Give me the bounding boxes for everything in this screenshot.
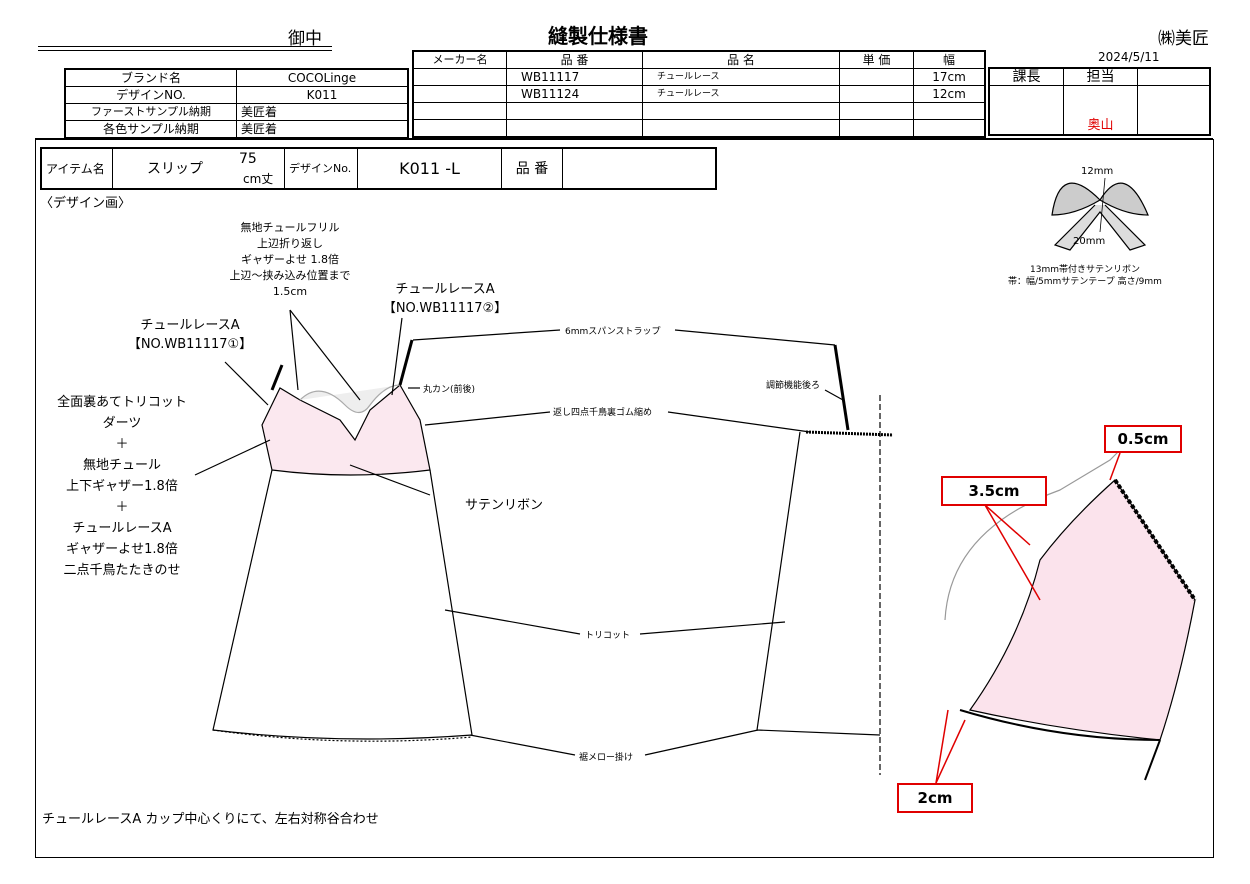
product-no-value bbox=[562, 147, 717, 190]
date: 2024/5/11 bbox=[1098, 50, 1160, 64]
measurement-2cm: 2cm bbox=[897, 783, 973, 813]
frill bbox=[299, 384, 401, 414]
ring-label: 丸カン(前後) bbox=[420, 382, 479, 395]
length-value: 75 bbox=[239, 151, 257, 167]
cell bbox=[913, 102, 986, 120]
addressee-underline bbox=[38, 46, 332, 51]
hem-stitch bbox=[212, 729, 473, 742]
addressee: 御中 bbox=[288, 29, 322, 49]
table-row: WB11117 チュールレース 17cm bbox=[412, 68, 986, 86]
measurement-0-5cm: 0.5cm bbox=[1104, 425, 1182, 453]
footer-note: チュールレースA カップ中心くりにて、左右対称谷合わせ bbox=[42, 812, 379, 827]
item-label: アイテム名 bbox=[40, 147, 113, 190]
length-unit: cm丈 bbox=[243, 172, 274, 186]
staff-header: 担当 bbox=[1063, 67, 1138, 86]
note-line: 【NO.WB11117②】 bbox=[382, 301, 508, 316]
note-line: 上下ギャザー1.8倍 bbox=[66, 479, 178, 494]
cell: WB11117 bbox=[506, 68, 643, 86]
ribbon-height-label: 20mm bbox=[1073, 236, 1106, 247]
lace-a2-note: チュールレースA 【NO.WB11117②】 bbox=[375, 280, 515, 318]
ribbon-caption-1: 13mm帯付きサテンリボン bbox=[1030, 265, 1140, 275]
strap-label: 6mmスパンストラップ bbox=[562, 324, 664, 337]
adjuster-label: 調節機能後ろ bbox=[763, 378, 824, 391]
note-line: 【NO.WB11117①】 bbox=[127, 337, 253, 352]
back-elastic bbox=[805, 430, 894, 437]
ribbon-width-label: 12mm bbox=[1081, 166, 1114, 177]
frill-note: 無地チュールフリル 上辺折り返し ギャザーよせ 1.8倍 上辺〜挟み込み位置まで… bbox=[210, 220, 370, 300]
cell: 17cm bbox=[913, 68, 986, 86]
item-value: スリップ bbox=[147, 161, 203, 177]
lace-a1-note: チュールレースA 【NO.WB11117①】 bbox=[120, 316, 260, 354]
note-line: ギャザーよせ 1.8倍 bbox=[241, 253, 339, 266]
bodice-construction-note: 全面裏あてトリコット ダーツ ＋ 無地チュール 上下ギャザー1.8倍 ＋ チュー… bbox=[42, 392, 202, 581]
note-line: ギャザーよせ1.8倍 bbox=[66, 542, 178, 557]
table-row bbox=[412, 102, 986, 120]
product-no-label: 品 番 bbox=[501, 147, 563, 190]
first-sample-value: 美匠着 bbox=[236, 103, 409, 121]
item-table: アイテム名 スリップ 75 cm丈 デザインNo. K011 -L 品 番 bbox=[40, 147, 717, 190]
note-line: ＋ bbox=[115, 437, 129, 452]
note-line: ＋ bbox=[115, 500, 129, 515]
note-line: 二点千鳥たたきのせ bbox=[63, 563, 181, 578]
first-sample-label: ファーストサンプル納期 bbox=[64, 103, 237, 121]
note-line: チュールレースA bbox=[72, 521, 172, 536]
note-line: 1.5cm bbox=[272, 285, 308, 298]
note-line: 上辺折り返し bbox=[257, 237, 323, 250]
front-skirt bbox=[212, 469, 473, 740]
cell bbox=[913, 119, 986, 138]
header-divider bbox=[35, 138, 1213, 139]
tricot-label: トリコット bbox=[582, 628, 634, 641]
cell bbox=[839, 102, 914, 120]
color-sample-value: 美匠着 bbox=[236, 120, 409, 139]
front-bodice bbox=[261, 384, 431, 476]
note-line: 無地チュールフリル bbox=[240, 221, 340, 234]
note-line: ダーツ bbox=[102, 416, 142, 431]
enlarged-cup-drawing bbox=[935, 449, 1197, 784]
approval-table: 課長 担当 奥山 bbox=[988, 67, 1211, 136]
staff-signature: 奥山 bbox=[1063, 85, 1138, 136]
table-row bbox=[412, 119, 986, 138]
note-line: チュールレースA bbox=[395, 282, 495, 297]
cell bbox=[839, 119, 914, 138]
hem-label: 裾メロー掛け bbox=[576, 750, 637, 763]
satin-ribbon-label: サテンリボン bbox=[465, 498, 544, 513]
section-label: 〈デザイン画〉 bbox=[40, 196, 132, 211]
measurement-3-5cm: 3.5cm bbox=[941, 476, 1047, 506]
back-skirt bbox=[756, 431, 881, 736]
elastic-label: 返し四点千鳥裏ゴム縮め bbox=[550, 405, 656, 418]
material-table: メーカー名 品 番 品 名 単 価 幅 WB11117 チュールレース 17cm… bbox=[412, 50, 986, 138]
note-line: チュールレースA bbox=[140, 318, 240, 333]
blank-stamp bbox=[1137, 85, 1211, 136]
item-cell: スリップ 75 cm丈 bbox=[112, 147, 285, 190]
note-line: 無地チュール bbox=[82, 458, 161, 473]
design-frame bbox=[35, 139, 1214, 858]
ribbon-icon bbox=[1051, 177, 1149, 251]
note-line: 上辺〜挟み込み位置まで bbox=[229, 269, 351, 282]
design-no-value-2: K011 -L bbox=[357, 147, 502, 190]
ribbon-caption-2: 帯：幅/5mmサテンテープ 高さ/9mm bbox=[1008, 277, 1162, 287]
col-maker: メーカー名 bbox=[412, 50, 507, 69]
company-name: ㈱美匠 bbox=[1158, 29, 1209, 49]
note-line: 全面裏あてトリコット bbox=[57, 395, 187, 410]
color-sample-label: 各色サンプル納期 bbox=[64, 120, 237, 139]
page-title: 縫製仕様書 bbox=[548, 24, 648, 48]
